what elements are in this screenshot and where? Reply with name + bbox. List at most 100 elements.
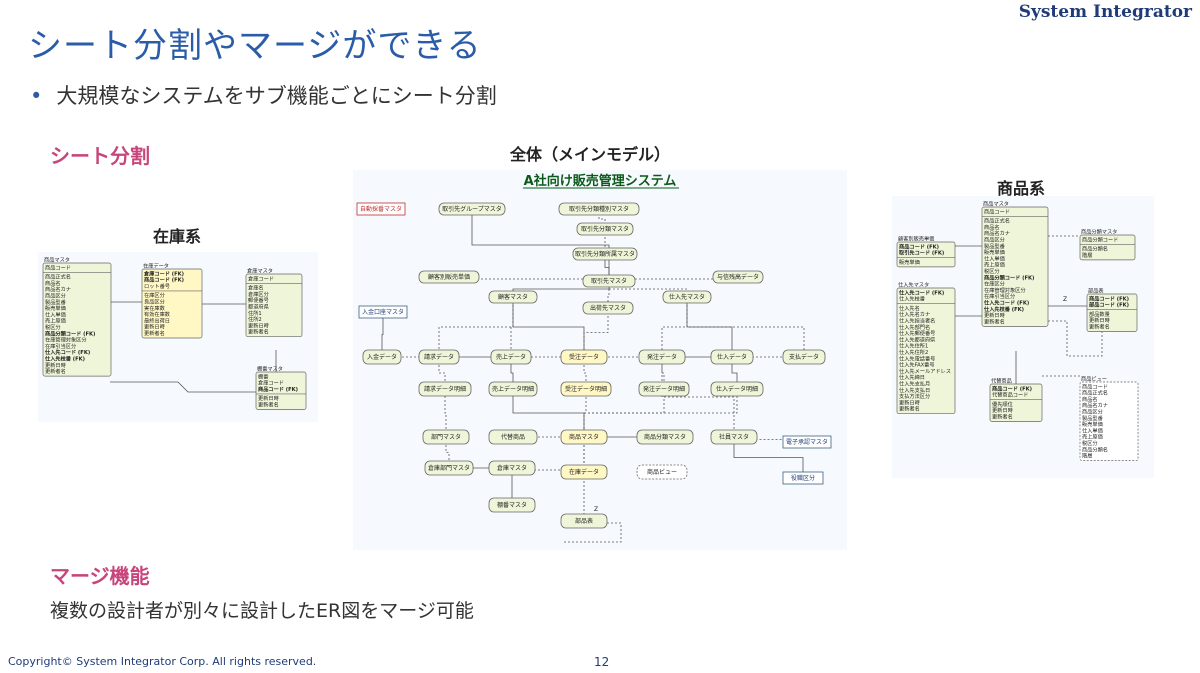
entity-field: 更新者名 [248, 328, 269, 336]
entity-label-sales: 売上データ [496, 353, 526, 361]
entity-pk: 仕入先コード (FK) [898, 288, 944, 296]
entity-label-customer: 顧客マスタ [498, 293, 528, 301]
entity-label-supplier: 仕入先マスタ [669, 293, 705, 301]
entity-field: 売上原価 [1082, 433, 1103, 441]
entity-field: 仕入先枝番 (FK) [983, 305, 1024, 313]
relationship-line [1048, 320, 1103, 357]
entity-title: 部品表 [1088, 287, 1104, 295]
entity-field: 仕入先郵便番号 [899, 329, 935, 337]
entity-field: 仕入先支払日 [899, 386, 930, 394]
entity-field: 良品区分 [144, 298, 165, 306]
entity-field: 仕入先コード (FK) [44, 348, 90, 356]
entity-label-customer_price: 顧客別販売単価 [428, 273, 470, 281]
entity-box [245, 273, 303, 338]
entity-field: 倉庫名 [248, 284, 264, 292]
entity-field: 更新日時 [258, 394, 279, 402]
entity-supplier [662, 290, 712, 304]
relationship-line [661, 357, 735, 437]
entity-field: 商品コード [1082, 382, 1108, 390]
entity-field: 実在庫数 [144, 304, 166, 312]
entity-field: 仕入先担当者名 [899, 317, 935, 325]
entity-pk: 代替商品コード [992, 391, 1028, 399]
relationship-line [583, 389, 738, 437]
entity-partner_class_assign [572, 247, 638, 261]
entity-pk: 商品コード (FK) [144, 276, 184, 284]
relationship-line [444, 389, 447, 437]
entity-label-partner_class: 取引先分類マスタ [581, 225, 629, 233]
z-marker: Z [1063, 296, 1067, 303]
entity-title: 商品分類マスタ [1081, 228, 1117, 236]
entity-field: 仕入先部門名 [899, 323, 930, 331]
entity-stock [560, 464, 608, 480]
entity-field: 商品正式名 [45, 273, 71, 281]
entity-field: 仕入先メールアドレス [899, 367, 951, 375]
entity-field: 販売単価 [1082, 420, 1103, 428]
entity-field: 階層 [1082, 452, 1092, 460]
entity-partner_class_type [558, 202, 640, 216]
entity-title: 仕入先マスタ [898, 281, 929, 289]
entity-field: 優先順位 [992, 400, 1013, 408]
zaiko-diagram: 商品マスタ商品コード商品正式名商品名商品名カナ商品区分製品型番販売単価仕入単価売… [38, 252, 318, 422]
relationship-line [445, 437, 450, 468]
entity-box [896, 287, 956, 415]
entity-field: 更新日時 [1089, 316, 1110, 324]
entity-product_view [636, 464, 688, 480]
entity-field: 有効在庫数 [144, 310, 171, 318]
entity-purchase [710, 349, 754, 365]
entity-field: 仕入先名カナ [899, 310, 930, 318]
entity-field: 郵便番号 [248, 296, 269, 304]
entity-label-parts: 部品表 [575, 517, 593, 525]
entity-label-order_place: 発注データ [647, 353, 677, 361]
zaiko-er-diagram: 商品マスタ商品コード商品正式名商品名商品名カナ商品区分製品型番販売単価仕入単価売… [38, 252, 318, 422]
main-model-label: 全体（メインモデル） [510, 145, 671, 164]
entity-field: 商品区分 [1082, 408, 1103, 416]
entity-label-partner: 取引先マスタ [591, 277, 627, 285]
entity-pk: 取引先コード (FK) [899, 249, 944, 257]
relationship-line [381, 312, 384, 357]
z-marker: Z [594, 506, 598, 513]
entity-label-order_recv_detail: 受注データ明細 [565, 385, 607, 393]
entity-pk: 倉庫コード [248, 274, 274, 282]
entity-label-credit_balance: 与信残高データ [717, 273, 759, 281]
entity-field: 商品名 [1082, 395, 1098, 403]
main-er-diagram: A社向け販売管理システムZ自動採番マスタ取引先グループマスタ取引先分類種別マスタ… [353, 170, 847, 550]
entity-substitute [488, 429, 538, 445]
entity-field: 仕入先住所2 [899, 348, 928, 356]
entity-field: 商品名カナ [984, 229, 1010, 237]
entity-auto_numbering [356, 202, 406, 216]
entity-title: 在庫データ [143, 262, 169, 270]
entity-field: 商品名カナ [45, 285, 71, 293]
entity-pk: 倉庫コード [258, 379, 284, 387]
entity-parts [560, 513, 608, 529]
entity-pk: 商品コード (FK) [899, 242, 939, 250]
relationship-line [731, 357, 738, 389]
entity-field: 階層 [1082, 251, 1092, 259]
entity-credit_balance [712, 270, 764, 284]
entity-label-role_class: 役職区分 [791, 474, 815, 482]
entity-order_recv_detail [560, 381, 612, 397]
relationship-line [607, 281, 610, 308]
entity-order_place [638, 349, 686, 365]
shohin-label: 商品系 [997, 179, 1046, 198]
entity-title: 商品マスタ [44, 256, 70, 264]
entity-field: 更新者名 [258, 401, 279, 409]
entity-label-product: 商品マスタ [569, 433, 599, 441]
entity-label-partner_class_type: 取引先分類種別マスタ [569, 205, 629, 213]
entity-box [896, 241, 956, 268]
entity-field: 仕入先都道府県 [899, 335, 935, 343]
entity-label-order_recv: 受注データ [569, 353, 599, 361]
entity-box [42, 262, 112, 377]
entity-field: 仕入単価 [1082, 426, 1103, 434]
entity-field: 更新日時 [992, 406, 1013, 414]
entity-product_class [636, 429, 694, 445]
entity-field: 更新日時 [248, 321, 269, 329]
entity-field: 更新者名 [899, 405, 920, 413]
entity-box [1079, 381, 1139, 461]
entity-field: 仕入先住所1 [899, 342, 928, 350]
entity-label-stock: 在庫データ [569, 468, 599, 476]
entity-field: 仕入先締日 [899, 373, 925, 381]
entity-label-order_place_detail: 発注データ明細 [643, 385, 685, 393]
relationship-line [471, 209, 610, 281]
entity-box [1079, 234, 1136, 261]
entity-label-billing: 請求データ [424, 353, 454, 361]
